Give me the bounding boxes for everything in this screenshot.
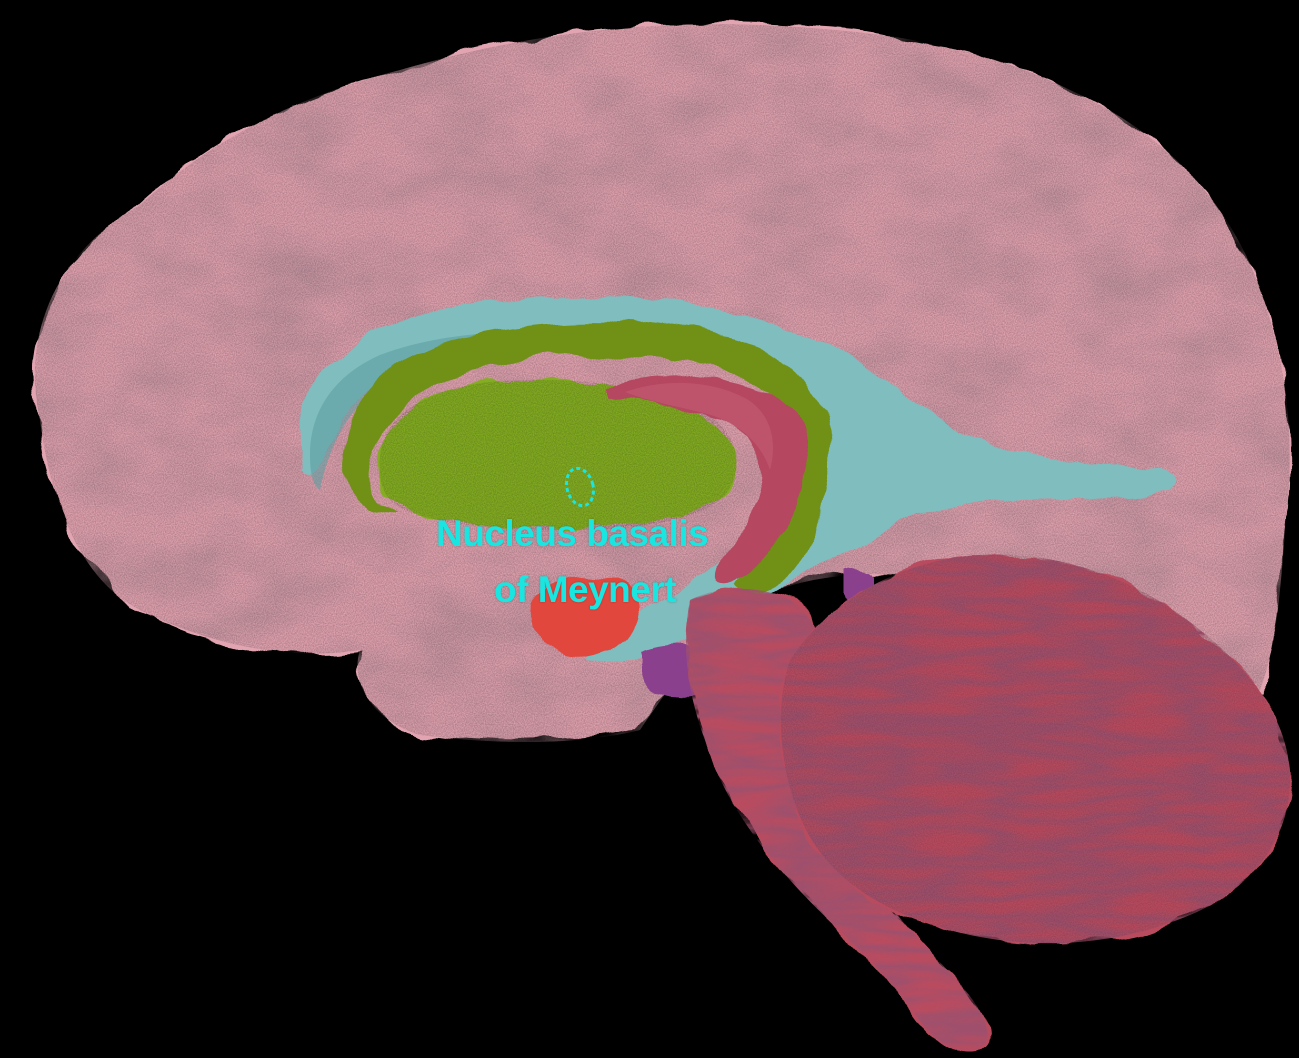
annotation-label-line-2: of Meynert	[494, 568, 676, 612]
annotation-label-line-1: Nucleus basalis	[436, 512, 708, 556]
